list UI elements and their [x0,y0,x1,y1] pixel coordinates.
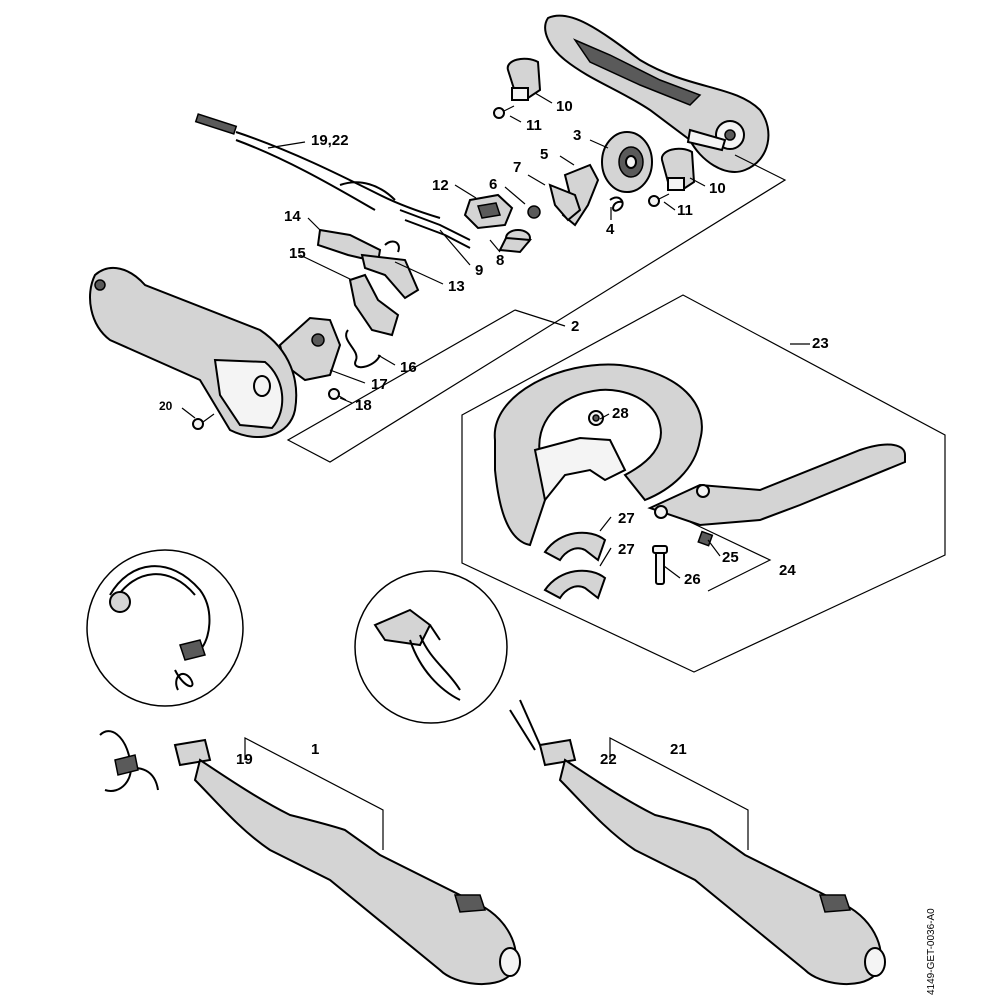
label-13: 13 [448,278,465,295]
loop-handle [493,363,703,547]
label-12: 12 [432,177,449,194]
screw-20 [192,413,215,430]
throttle-cable [194,113,441,219]
handle-assembly-1 [99,730,521,986]
label-26: 26 [684,571,701,588]
spring-part-13 [384,240,400,253]
screw-26 [652,545,668,585]
handle-bar-24 [647,443,906,527]
rotary-disc [601,131,653,193]
handle-shell-left [89,266,298,439]
label-28: 28 [612,405,629,422]
label-17: 17 [371,376,388,393]
lockout-16 [345,273,400,369]
label-1: 1 [311,741,319,758]
label-25: 25 [722,549,739,566]
bracket-21-22 [609,737,749,850]
slider-button-12 [463,193,514,230]
label-20: 20 [159,399,173,413]
screw-lower [648,193,670,207]
nut-25 [697,530,714,547]
label-5: 5 [540,146,548,163]
label-4: 4 [606,221,615,238]
label-19-22: 19,22 [311,132,349,149]
label-24: 24 [779,562,796,579]
screw-upper [493,105,515,119]
label-2: 2 [571,318,579,335]
clamp-27-lower [543,569,607,600]
bushing-part-8 [498,229,532,254]
clamp-lower [660,147,696,192]
handle-assembly-21 [509,699,886,986]
label-9: 9 [475,262,483,279]
label-23: 23 [812,335,829,352]
label-11-upper: 11 [526,117,542,134]
spring-part-4 [609,196,624,212]
detail-circle-left [86,549,244,707]
nut-part-6 [527,205,541,219]
label-11-lower: 11 [677,202,693,219]
assembly-outline-2 [286,154,787,463]
label-16: 16 [400,359,417,376]
label-10-lower: 10 [709,180,726,197]
label-27-upper: 27 [618,510,635,527]
label-3: 3 [573,127,581,144]
screw-18 [328,388,347,401]
part-labels: 10 11 3 19,22 5 7 12 6 10 11 14 4 15 8 9… [159,98,937,995]
handle-housing-shell [544,14,770,173]
switch-block-17 [278,316,342,382]
drawing-code: 4149-GET-0036-A0 [926,908,937,995]
leader-lines [181,92,810,579]
label-7: 7 [513,159,521,176]
bracket-1-19 [244,737,384,850]
label-14: 14 [284,208,301,225]
label-21: 21 [670,741,687,758]
clamp-27-upper [543,531,607,562]
clamp-upper [506,57,542,101]
label-10-upper: 10 [556,98,573,115]
label-22: 22 [600,751,617,768]
label-8: 8 [496,252,504,269]
bracket-part-7 [548,183,582,222]
label-18: 18 [355,397,372,414]
label-27-lower: 27 [618,541,635,558]
bracket-24 [689,521,772,592]
label-6: 6 [489,176,497,193]
label-19: 19 [236,751,253,768]
box-outline-23 [461,294,946,673]
label-15: 15 [289,245,306,262]
detail-circle-right [354,570,508,724]
